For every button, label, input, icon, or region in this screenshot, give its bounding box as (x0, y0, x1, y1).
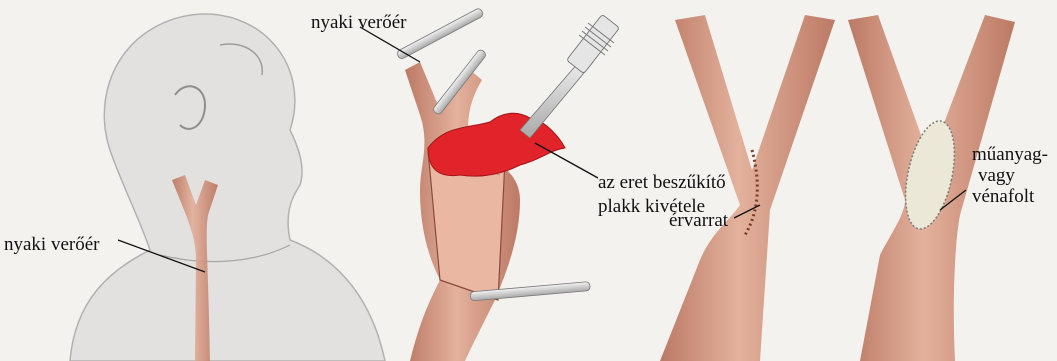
patch-label-line2: vagy (978, 165, 1015, 187)
surgery-artery-label: nyaki verőér (311, 12, 406, 34)
suture-label: érvarrat (669, 210, 728, 232)
patch-label-line1: műanyag- (972, 144, 1048, 166)
patch-label-line3: vénafolt (972, 186, 1034, 208)
head-neck-sketch (70, 14, 385, 361)
plaque-label-leader (535, 143, 598, 178)
opened-artery (405, 62, 520, 361)
plaque-label-line1: az eret beszűkítő (598, 172, 726, 194)
forceps-instrument (520, 14, 620, 138)
neck-artery-label: nyaki verőér (4, 234, 99, 256)
clamp-top-left (396, 7, 484, 60)
